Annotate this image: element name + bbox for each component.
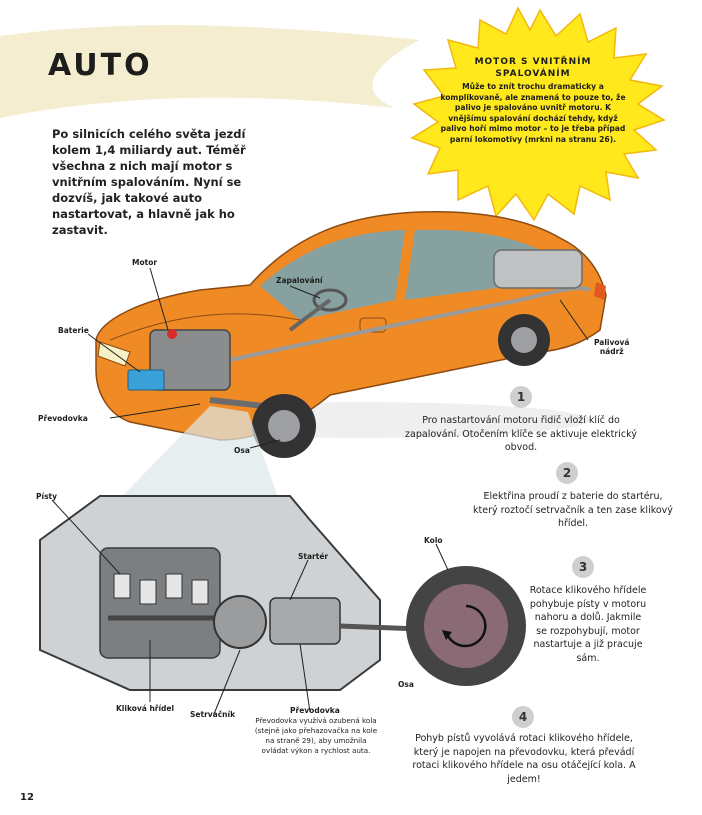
page-number: 12 (20, 792, 34, 803)
label-pisty: Písty (36, 492, 58, 501)
label-nadrz: nádrž (599, 347, 624, 356)
label-setrvacnik: Setrvačník (190, 710, 236, 719)
label-prevodovka-top: Převodovka (38, 414, 88, 423)
title-banner (0, 25, 420, 118)
label-palivova: Palivová (594, 338, 630, 347)
step-text-4: Pohyb pístů vyvolává rotaci klikového hř… (412, 733, 636, 785)
page-title: AUTO (48, 48, 153, 83)
engine-cutaway (39, 495, 447, 691)
label-kolo: Kolo (424, 536, 443, 545)
label-osa-bottom: Osa (398, 680, 414, 689)
label-palivova-nadrz: Palivová nádrž (594, 338, 630, 356)
step-text-1: Pro nastartování motoru řidič vloží klíč… (405, 415, 637, 453)
wheel (406, 566, 526, 686)
label-klikova-hridel: Kliková hřídel (116, 704, 175, 713)
label-starter: Startér (298, 552, 329, 561)
label-baterie: Baterie (58, 326, 89, 335)
step-text-3: Rotace klikového hřídele pohybuje písty … (529, 585, 647, 664)
label-osa-top: Osa (234, 446, 250, 455)
leader-lines (51, 267, 589, 715)
label-motor: Motor (132, 258, 158, 267)
car (95, 210, 607, 458)
prevodovka-note: Převodovka využívá ozubená kola (stejně … (254, 716, 378, 755)
sunburst-text: Může to znít trochu dramaticky a komplik… (440, 82, 626, 144)
sunburst-title: MOTOR S VNITŘNÍM SPALOVÁNÍM (438, 56, 628, 80)
step-badge-1: 1 (510, 386, 532, 408)
intro-text: Po silnicích celého světa jezdí kolem 1,… (52, 127, 246, 237)
step-badge-4: 4 (512, 706, 534, 728)
step-badge-3: 3 (572, 556, 594, 578)
sunburst-title-line2: SPALOVÁNÍM (495, 69, 571, 79)
step-text-2: Elektřina proudí z baterie do startéru, … (473, 491, 673, 529)
sunburst (410, 6, 666, 222)
label-prevodovka-bottom: Převodovka (290, 706, 340, 715)
sunburst-box: MOTOR S VNITŘNÍM SPALOVÁNÍM Může to znít… (438, 56, 628, 146)
sunburst-title-line1: MOTOR S VNITŘNÍM (474, 57, 592, 67)
step-badge-2: 2 (556, 462, 578, 484)
label-zapalovani: Zapalování (276, 276, 323, 285)
